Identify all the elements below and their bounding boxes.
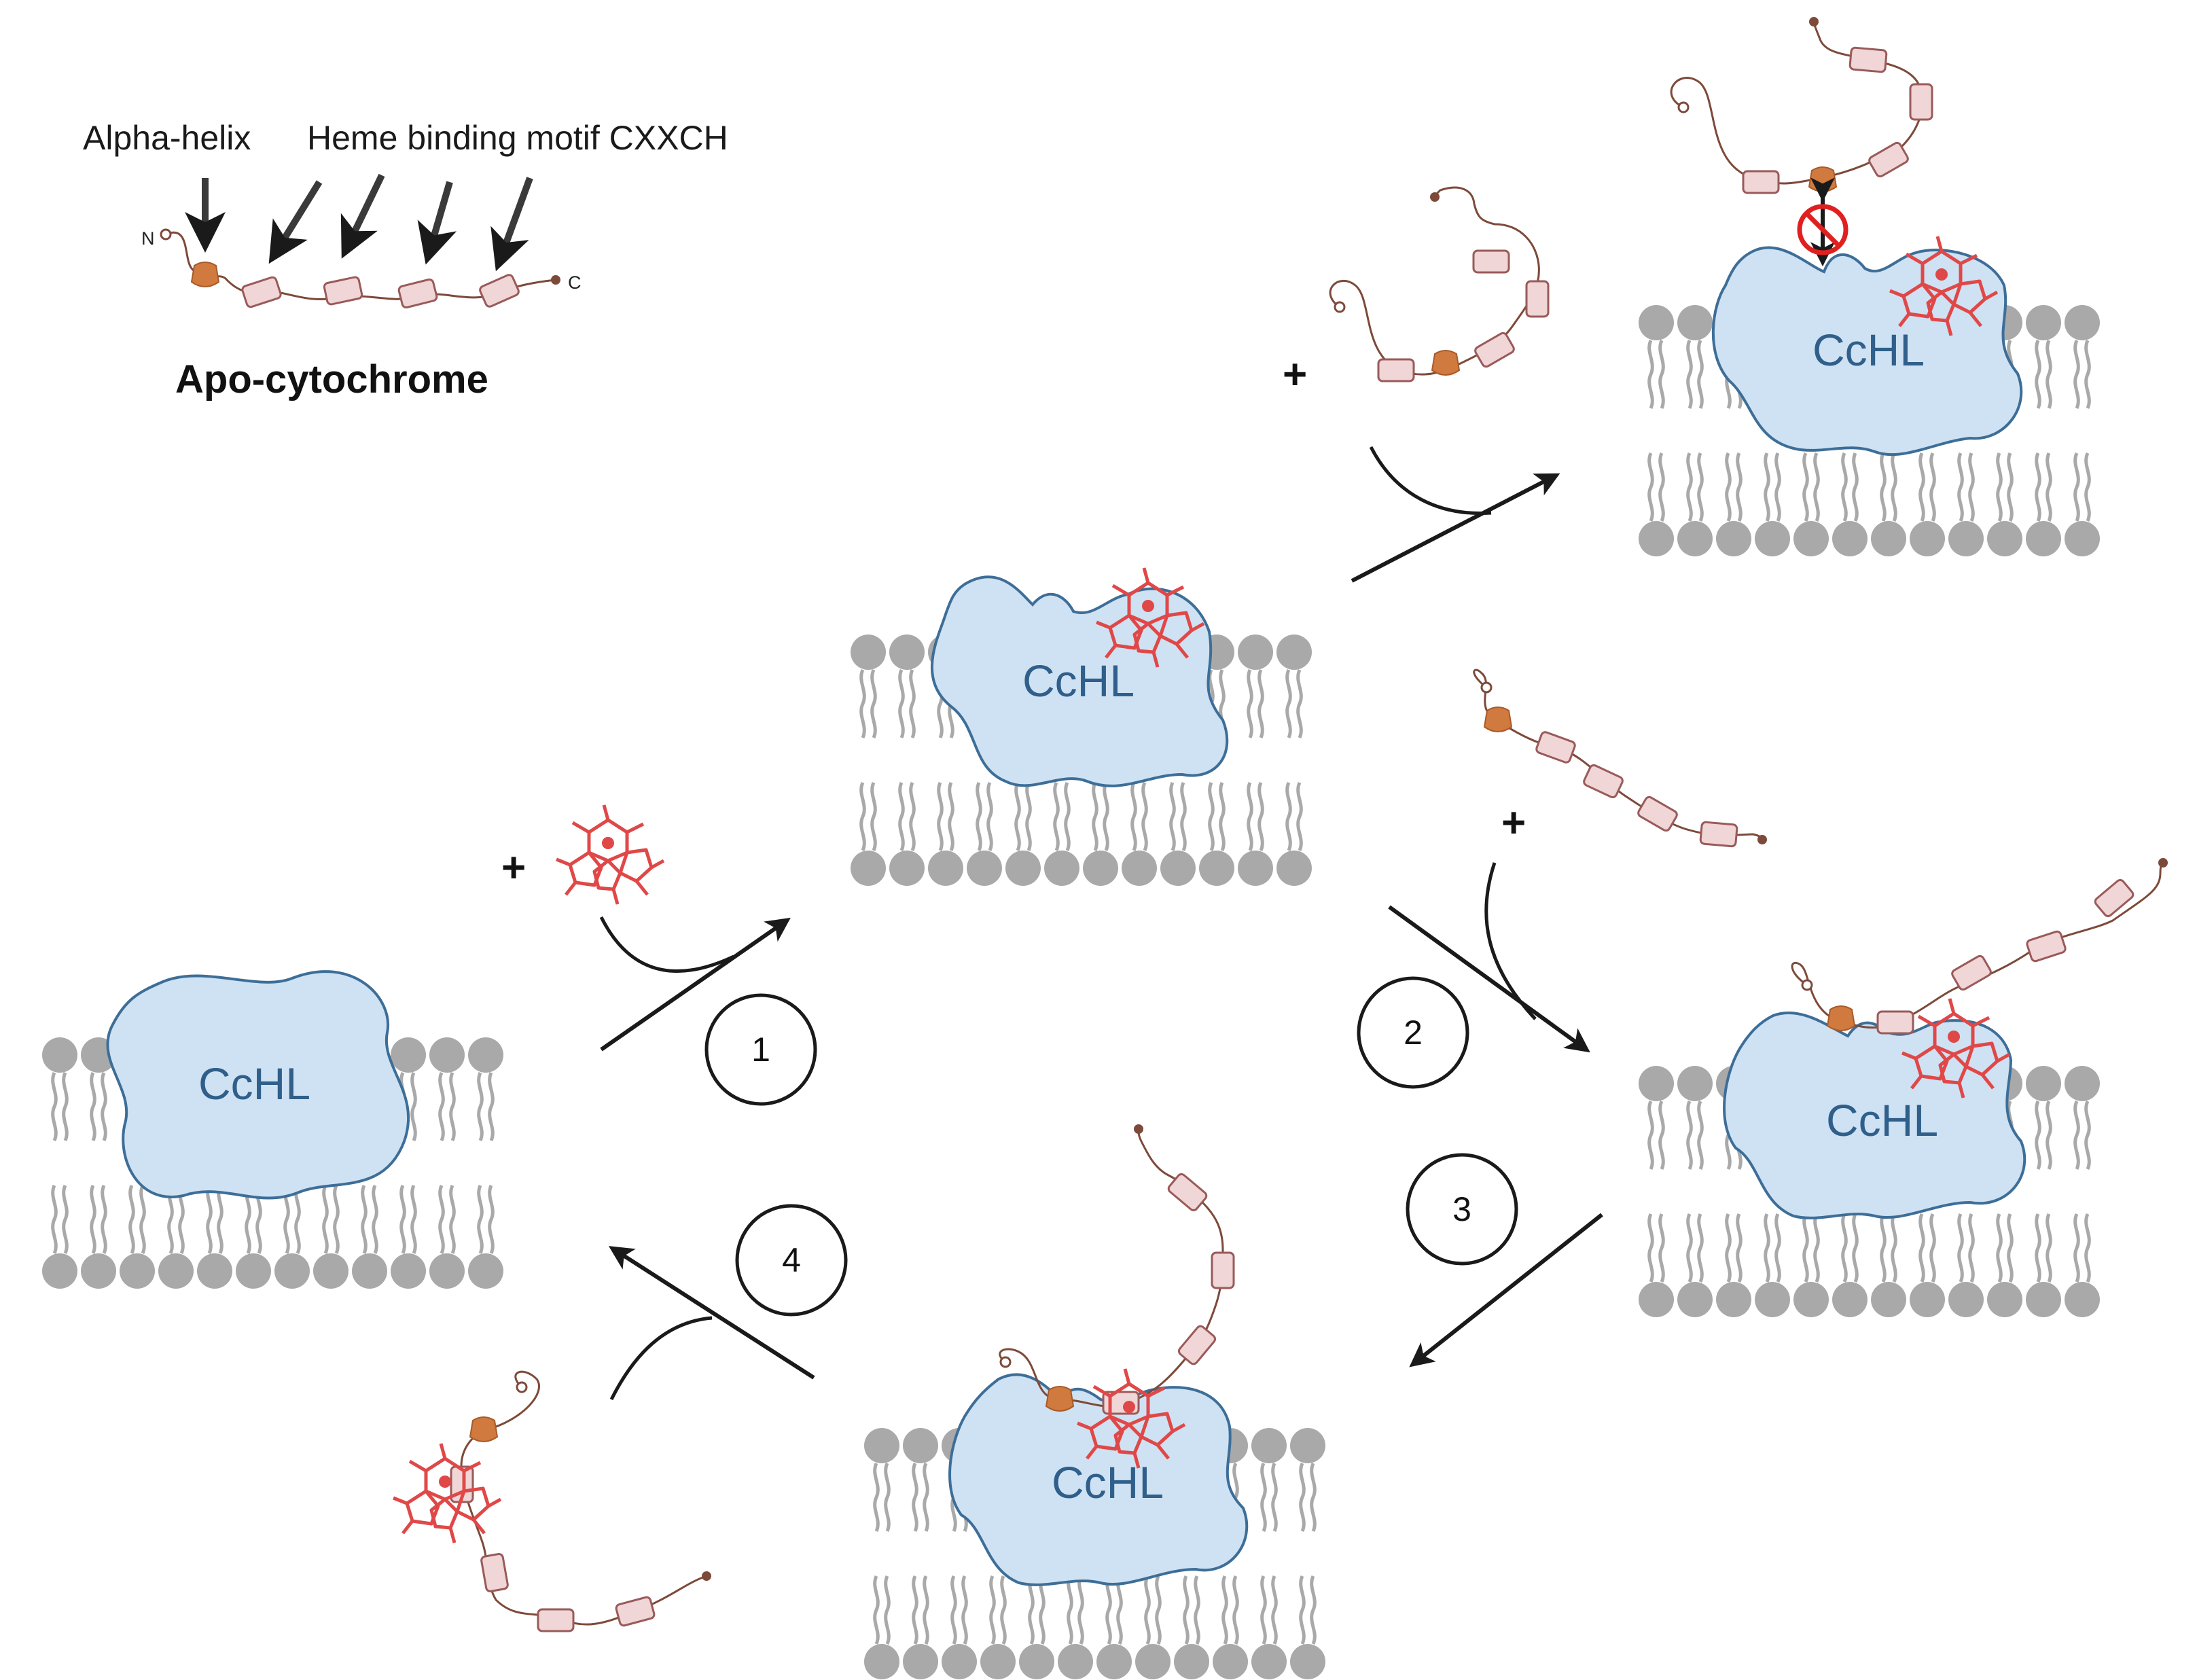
- cchl-label: CcHL: [1022, 656, 1135, 706]
- n-terminus-icon: [1334, 301, 1346, 313]
- panel-substrate-bound: CcHL: [1639, 858, 2168, 1317]
- product-output-curve: [609, 1316, 713, 1401]
- motif-icon: [2024, 929, 2068, 963]
- step-4-arrow: [608, 1246, 815, 1380]
- motif-icon: [1699, 821, 1738, 848]
- alpha-helix-icon: [1046, 1386, 1074, 1412]
- n-terminus-icon: [999, 1356, 1012, 1368]
- alpha-helix-icon: [191, 262, 219, 287]
- motif-icon: [1377, 358, 1415, 382]
- panel-heme-loaded: CcHL: [851, 568, 1312, 886]
- alpha-helix-icon: [1808, 166, 1837, 192]
- apo-cytochrome-chain: [1670, 17, 1933, 194]
- motif-icon: [478, 272, 521, 309]
- free-apo-cytochrome: +: [1473, 668, 1767, 848]
- motif-icon: [397, 277, 439, 310]
- step-3-circle: 3: [1406, 1153, 1518, 1266]
- c-terminus-icon: [1134, 1124, 1143, 1134]
- substrate-input-curve: [1484, 862, 1537, 1020]
- n-terminus-icon: [1480, 681, 1493, 694]
- motif-icon: [1848, 46, 1888, 73]
- c-terminus-icon: [1430, 192, 1440, 202]
- heme-icon: [393, 1444, 501, 1543]
- cchl-label: CcHL: [1826, 1095, 1938, 1145]
- motif-icon: [1866, 140, 1911, 179]
- n-terminus-icon: [516, 1381, 528, 1393]
- motif-icon: [1211, 1251, 1235, 1289]
- step-labels: 1 2 3 4: [704, 976, 1518, 1317]
- motif-icon: [1534, 730, 1577, 765]
- n-terminus-icon: [160, 228, 172, 240]
- no-entry-icon: [1797, 177, 1848, 267]
- alpha-helix-icon: [1827, 1005, 1855, 1031]
- motif-icon: [1635, 794, 1680, 834]
- step-3-arrow: [1409, 1213, 1603, 1368]
- free-apo-cytochrome: +: [1283, 186, 1550, 398]
- motif-icon: [1742, 170, 1780, 194]
- c-terminus-icon: [1809, 17, 1819, 26]
- reaction-arrows: [599, 446, 1603, 1401]
- step-2-arrow: [1388, 905, 1590, 1053]
- alpha-helix-icon: [469, 1416, 498, 1442]
- motif-icon: [480, 1552, 510, 1593]
- step-2-number: 2: [1404, 1014, 1423, 1052]
- cchl-label: CcHL: [1812, 325, 1925, 375]
- released-holo-cytochrome: [393, 1370, 711, 1632]
- motif-icon: [1909, 83, 1933, 121]
- motif-icon: [240, 275, 283, 309]
- panel-apo-enzyme: CcHL: [42, 970, 503, 1289]
- plus-sign: +: [501, 844, 526, 891]
- motif-icon: [322, 275, 364, 306]
- apo-cytochrome-chain: N C: [141, 228, 582, 310]
- heme-icon: [556, 805, 664, 904]
- blocked-arrow: [1351, 473, 1560, 583]
- plus-sign: +: [1501, 800, 1526, 846]
- panel-blocked-binding: CcHL: [1639, 17, 2100, 556]
- legend: Alpha-helix Heme binding motif CXXCH N C…: [83, 119, 728, 401]
- motif-icon: [1876, 1010, 1914, 1035]
- step-4-circle: 4: [735, 1204, 848, 1317]
- step-2-circle: 2: [1357, 976, 1469, 1089]
- step-1-number: 1: [751, 1031, 770, 1069]
- cchl-label: CcHL: [1052, 1457, 1164, 1507]
- c-terminus-icon: [551, 275, 560, 285]
- legend-title: Apo-cytochrome: [175, 357, 488, 401]
- c-terminus-icon: [1757, 835, 1767, 844]
- heme-motif-label: Heme binding motif CXXCH: [307, 119, 728, 157]
- heme-input-curve: [599, 916, 735, 973]
- c-terminus-label: C: [568, 272, 582, 293]
- motif-icon: [614, 1595, 656, 1628]
- motif-icon: [1949, 953, 1994, 993]
- motif-icon: [1472, 330, 1517, 370]
- cchl-enzyme: [106, 970, 410, 1200]
- motif-icon: [537, 1608, 575, 1632]
- panel-heme-attached: CcHL: [864, 1124, 1325, 1679]
- n-terminus-icon: [1677, 101, 1690, 113]
- motif-icon: [1472, 249, 1510, 274]
- free-heme: +: [501, 805, 664, 904]
- plus-sign: +: [1283, 351, 1307, 398]
- alpha-helix-icon: [1484, 707, 1512, 732]
- cchl-enzyme: [1711, 246, 2023, 457]
- cchl-label: CcHL: [198, 1058, 310, 1109]
- legend-pointer-arrows: [185, 173, 533, 272]
- motif-icon: [1525, 280, 1550, 318]
- c-terminus-icon: [702, 1571, 711, 1581]
- motif-icon: [1582, 763, 1625, 800]
- step-4-number: 4: [782, 1241, 801, 1279]
- n-terminus-icon: [1801, 979, 1813, 991]
- step-1-arrow: [600, 917, 791, 1052]
- step-1-circle: 1: [704, 993, 817, 1106]
- step-3-number: 3: [1452, 1190, 1471, 1228]
- motif-icon: [2092, 877, 2136, 919]
- c-terminus-icon: [2158, 858, 2168, 868]
- motif-icon: [1176, 1323, 1218, 1367]
- apo-cytochrome-chain: [999, 1124, 1235, 1415]
- apo-input-curve: [1369, 446, 1492, 516]
- alpha-helix-icon: [1431, 350, 1460, 376]
- apo-cytochrome-chain: [1791, 858, 2168, 1035]
- n-terminus-label: N: [141, 228, 155, 249]
- alpha-helix-label: Alpha-helix: [83, 119, 251, 157]
